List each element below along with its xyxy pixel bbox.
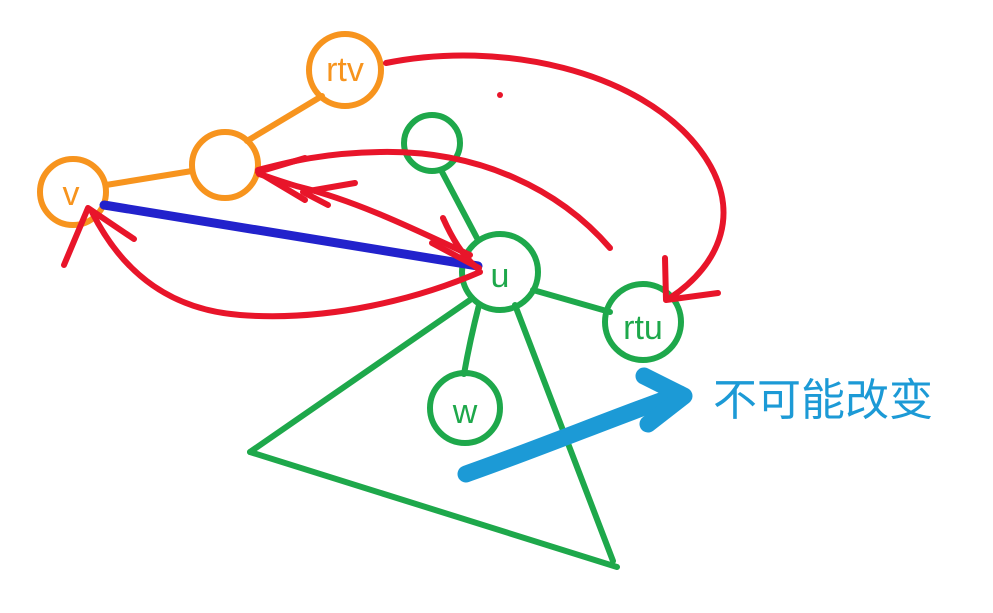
red-arrow-u-to-vmid-path: [256, 171, 473, 258]
red-arrow-group: [61, 52, 727, 320]
node-w-label: w: [452, 393, 478, 431]
orange-edge-group: [103, 93, 325, 188]
red-stray-dot: [497, 92, 503, 98]
node-u-circle[interactable]: [459, 231, 541, 313]
triangle-base: [247, 449, 620, 570]
node-u-label: u: [491, 257, 510, 295]
edge-utop-to-u: [438, 167, 481, 243]
annotation-text: 不可能改变: [713, 375, 933, 426]
green-edge-group: [247, 167, 620, 570]
node-rtv-circle[interactable]: [306, 31, 384, 109]
edge-v-to-vmid: [103, 168, 195, 188]
node-rtu-circle[interactable]: [602, 281, 684, 363]
red-arrow-u-to-vmid-head2: [300, 180, 358, 208]
cyan-arrow-head: [635, 367, 693, 433]
node-rtu-label: rtu: [623, 309, 663, 347]
orange-node-labels: v rtv: [63, 51, 364, 213]
cyan-arrow-shaft: [457, 385, 689, 483]
node-v-mid-circle[interactable]: [189, 129, 261, 201]
node-v-label: v: [63, 175, 80, 213]
edge-vmid-to-rtv: [244, 93, 325, 144]
green-node-group: [401, 112, 684, 446]
node-v-circle[interactable]: [37, 156, 109, 228]
red-arrow-utop-to-vmid-path: [255, 148, 613, 251]
red-arrow-rtv-to-rtu-path: [383, 52, 727, 301]
red-arrow-rtv-to-rtu-head: [662, 255, 721, 303]
red-arrow-u-to-v-path: [89, 209, 483, 320]
red-arrow-u-to-v-head: [61, 205, 137, 268]
node-rtv-label: rtv: [326, 51, 364, 89]
node-u-top-circle[interactable]: [401, 112, 463, 174]
edge-u-to-w: [461, 302, 482, 377]
edge-v-to-u-blue: [99, 200, 483, 271]
triangle-left-leg: [247, 297, 473, 455]
blue-edge-group: [99, 200, 483, 271]
cyan-emphasis-arrow: [457, 367, 693, 483]
edge-u-to-rtu: [530, 287, 613, 315]
green-node-labels: u w rtu: [452, 257, 663, 431]
node-w-circle[interactable]: [427, 370, 503, 446]
orange-node-group: [37, 31, 384, 228]
red-arrow-into-u-head: [429, 240, 482, 271]
